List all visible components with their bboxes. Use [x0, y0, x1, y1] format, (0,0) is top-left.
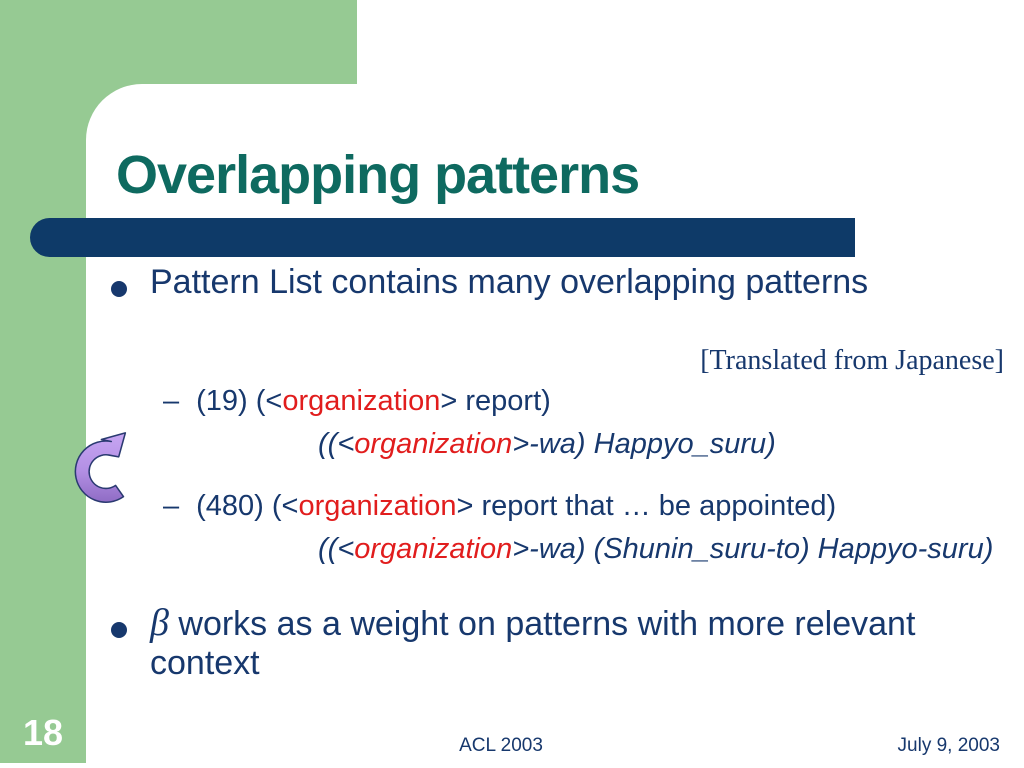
bullet-dot [111, 281, 127, 297]
pattern-item-480-japanese: ((<organization>-wa) (Shunin_suru-to) Ha… [318, 533, 994, 565]
green-left-band [0, 0, 86, 763]
title-underline-bar [30, 218, 855, 257]
dash-marker: – [163, 385, 180, 417]
organization-highlight: organization [354, 428, 513, 460]
bullet-pattern-list: Pattern List contains many overlapping p… [150, 263, 869, 301]
footer-conference: ACL 2003 [459, 735, 543, 756]
pattern-item-19-japanese: ((<organization>-wa) Happyo_suru) [318, 428, 776, 460]
content-panel [86, 84, 1024, 763]
green-top-band [0, 0, 357, 84]
beta-symbol: β [150, 602, 169, 644]
translated-note: [Translated from Japanese] [700, 345, 1004, 376]
bullet-beta-weight: β works as a weight on patterns with mor… [150, 602, 916, 683]
organization-highlight: organization [282, 385, 441, 417]
organization-highlight: organization [298, 490, 457, 522]
pattern-item-19: –(19) (<organization> report) [163, 385, 551, 417]
bullet-dot [111, 622, 127, 638]
circular-arrow-icon [74, 432, 127, 503]
slide-title: Overlapping patterns [116, 145, 640, 205]
organization-highlight: organization [354, 533, 513, 565]
dash-marker: – [163, 490, 180, 522]
pattern-item-480: –(480) (<organization> report that … be … [163, 490, 837, 522]
footer-date: July 9, 2003 [897, 735, 1000, 756]
slide-number: 18 [22, 712, 64, 753]
